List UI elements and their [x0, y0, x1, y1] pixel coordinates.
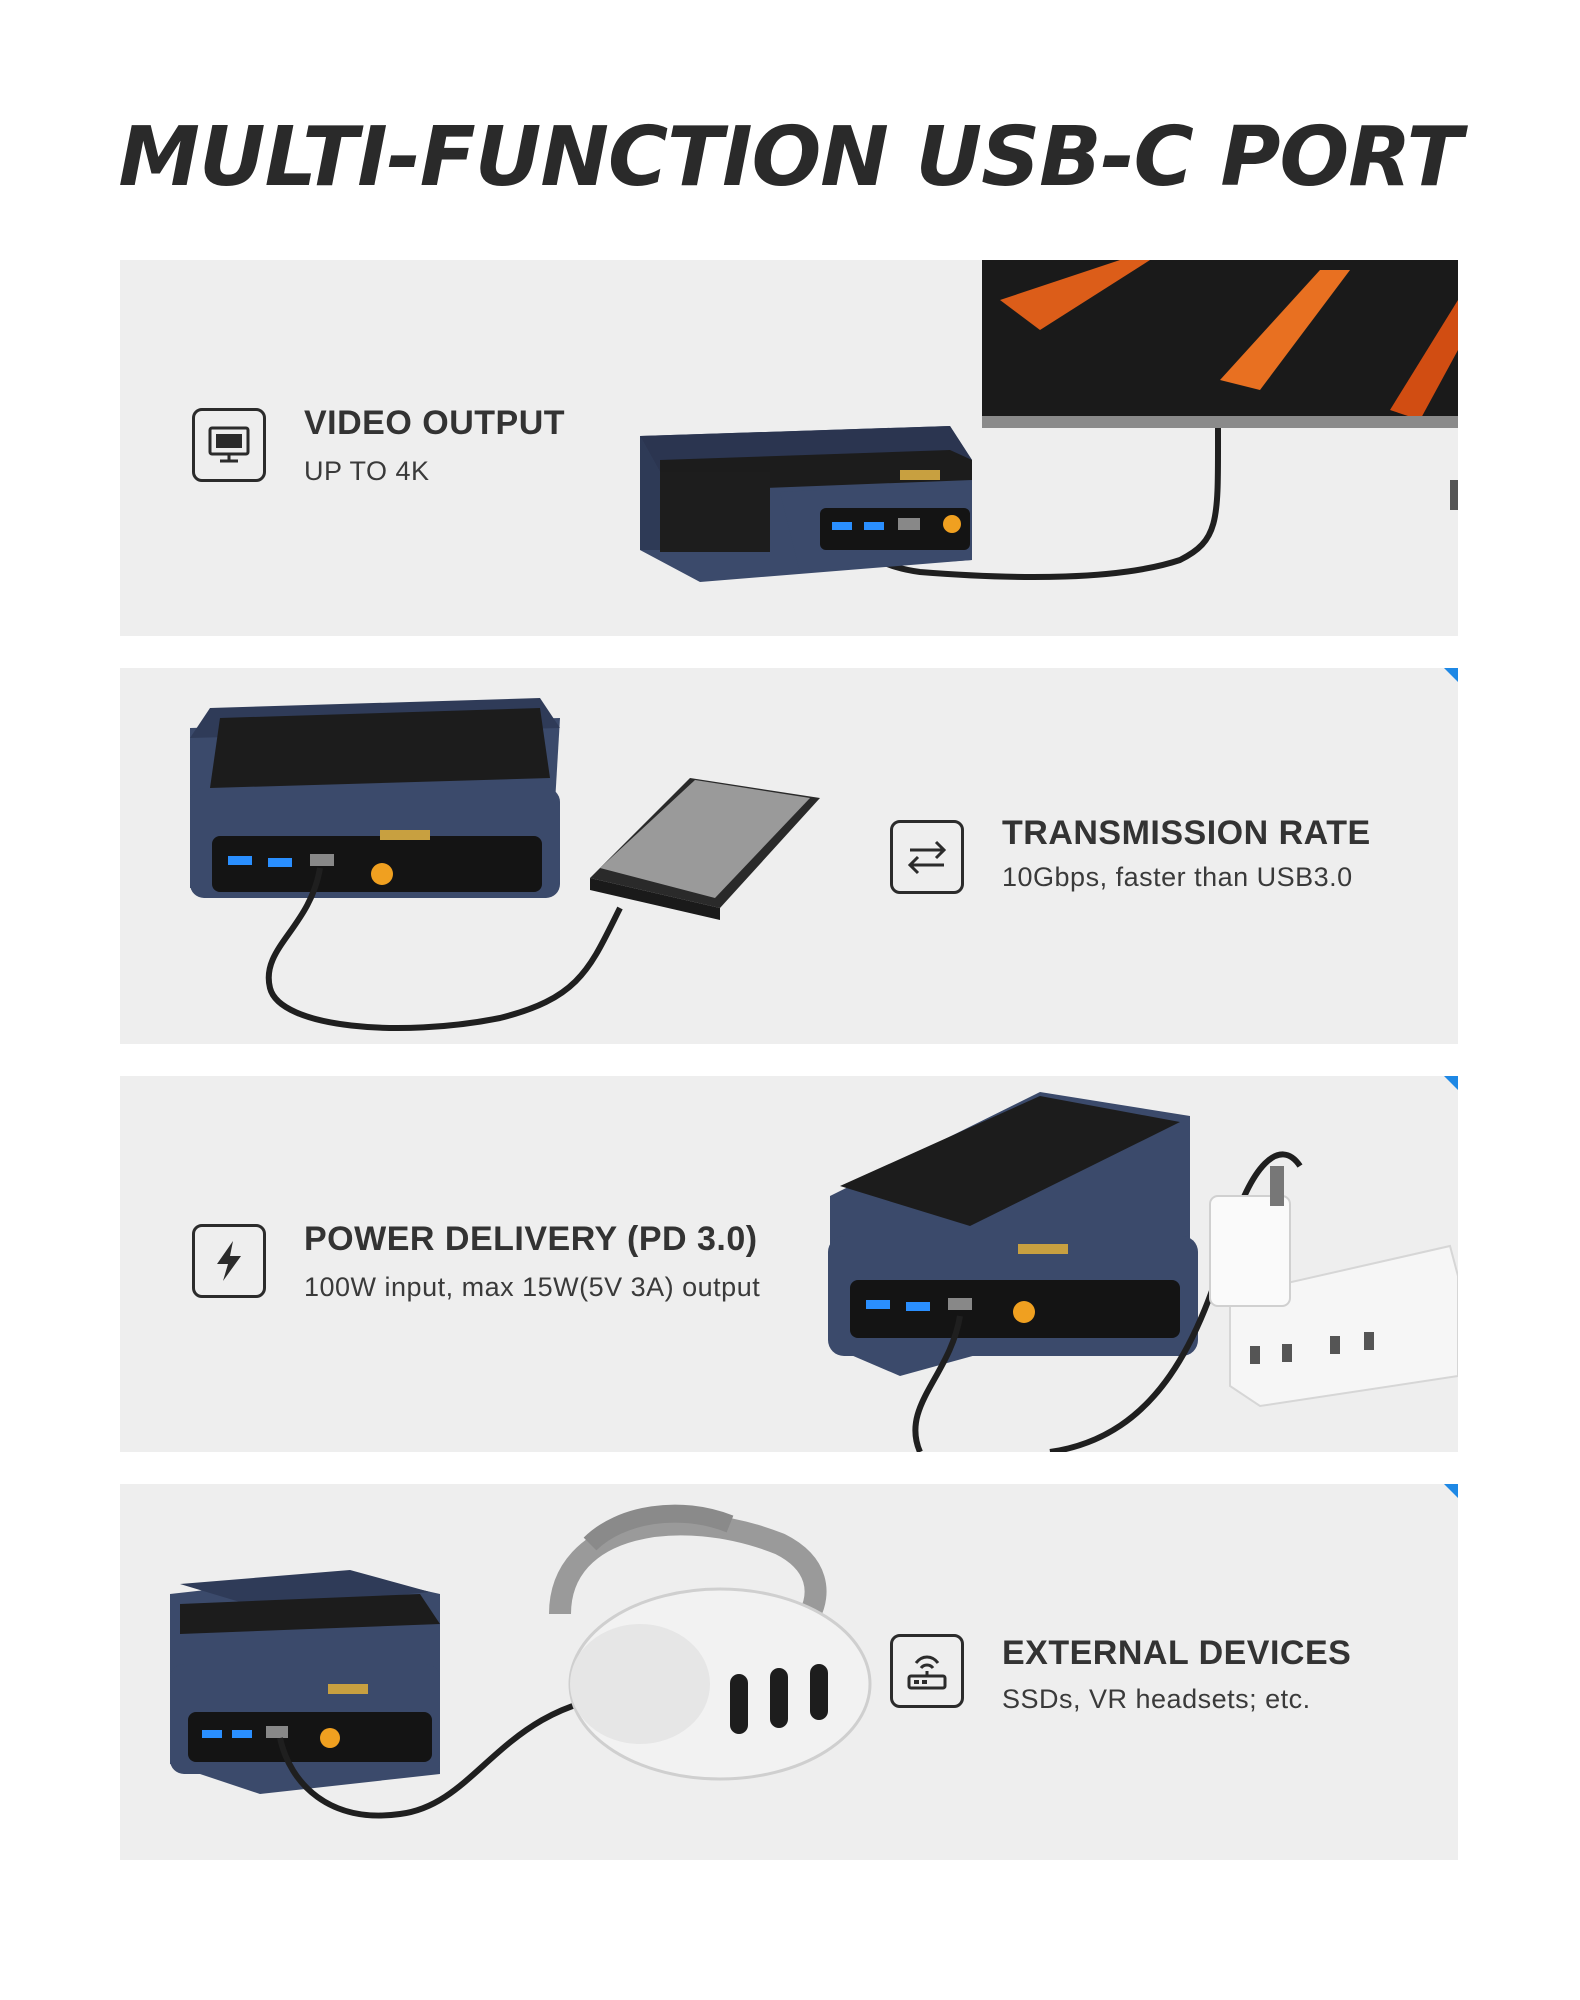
corner-accent	[1444, 1484, 1458, 1498]
feature-subtitle: 10Gbps, faster than USB3.0	[1002, 862, 1353, 892]
illustration-pc-drive	[190, 698, 820, 1031]
corner-accent	[1444, 668, 1458, 682]
illustration-pc-monitor	[640, 260, 1458, 582]
panel-external-devices: EXTERNAL DEVICES SSDs, VR headsets; etc.	[120, 1484, 1458, 1860]
illustration-pc-vr-headset	[170, 1504, 872, 1819]
feature-title: VIDEO OUTPUT	[304, 404, 566, 442]
feature-title: TRANSMISSION RATE	[1002, 814, 1371, 852]
feature-subtitle: 100W input, max 15W(5V 3A) output	[304, 1272, 761, 1302]
panel-power-delivery: POWER DELIVERY (PD 3.0) 100W input, max …	[120, 1076, 1458, 1452]
illustration-pc-power-strip	[828, 1092, 1458, 1452]
panel-transmission-rate: TRANSMISSION RATE 10Gbps, faster than US…	[120, 668, 1458, 1044]
panel-video-output: VIDEO OUTPUT UP TO 4K	[120, 260, 1458, 636]
feature-subtitle: UP TO 4K	[304, 456, 430, 486]
page-title: MULTI-FUNCTION USB-C PORT	[118, 110, 1462, 205]
feature-title: POWER DELIVERY (PD 3.0)	[304, 1220, 758, 1258]
feature-subtitle: SSDs, VR headsets; etc.	[1002, 1684, 1311, 1714]
monitor-icon	[192, 408, 266, 482]
lightning-icon	[192, 1224, 266, 1298]
router-icon	[890, 1634, 964, 1708]
corner-accent	[1444, 1076, 1458, 1090]
transfer-arrows-icon	[890, 820, 964, 894]
feature-title: EXTERNAL DEVICES	[1002, 1634, 1352, 1672]
